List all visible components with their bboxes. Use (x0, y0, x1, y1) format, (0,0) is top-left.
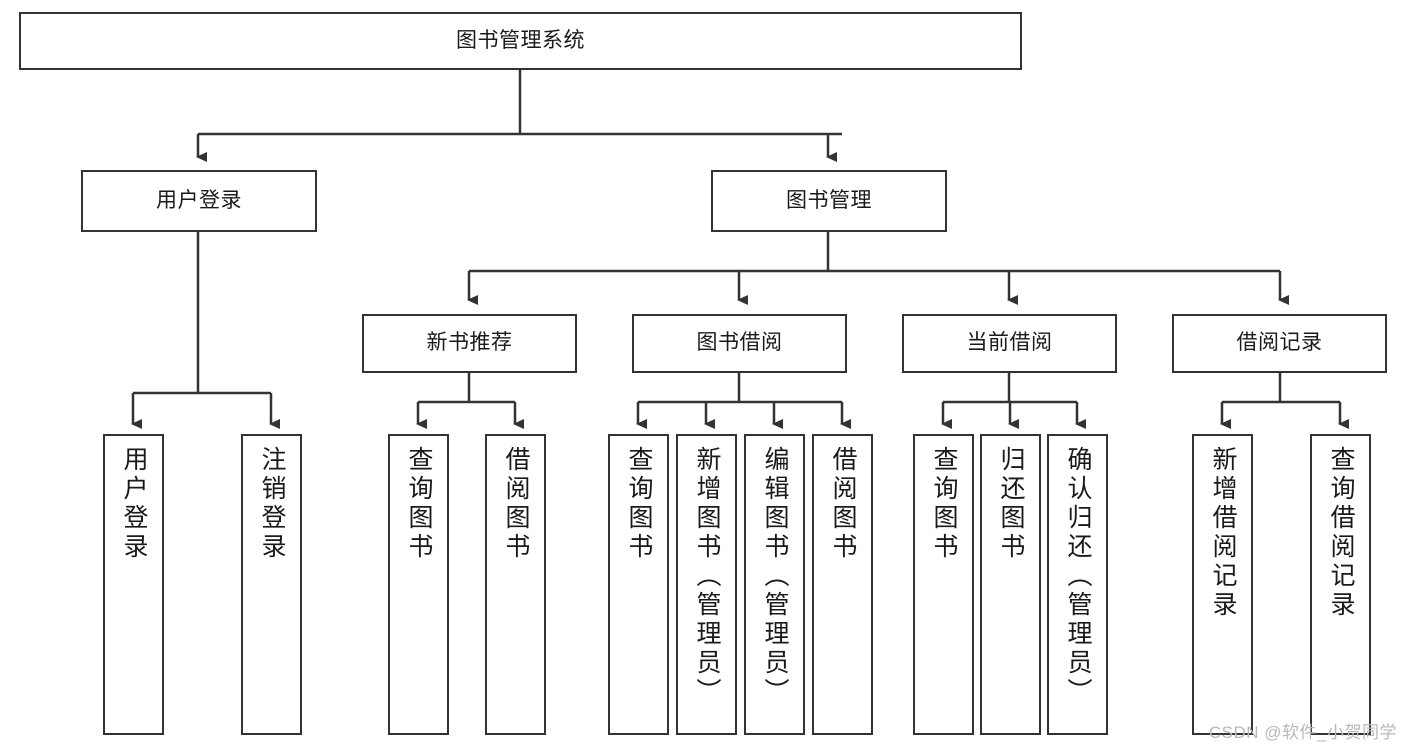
leaf-logout[interactable]: 注销登录 (241, 434, 302, 735)
node-book-management[interactable]: 图书管理 (711, 170, 947, 232)
node-label: 编辑图书（管理员） (761, 446, 789, 707)
leaf-query-book-recommend[interactable]: 查询图书 (388, 434, 449, 735)
node-label: 查询图书 (405, 446, 433, 562)
node-label: 图书借阅 (696, 331, 783, 355)
node-label: 查询图书 (625, 446, 653, 562)
node-label: 确认归还（管理员） (1064, 446, 1092, 707)
node-label: 归还图书 (997, 446, 1025, 562)
node-label: 借阅图书 (502, 446, 530, 562)
node-label: 注销登录 (258, 446, 286, 562)
node-label: 借阅图书 (829, 446, 857, 562)
node-current-borrow[interactable]: 当前借阅 (902, 314, 1117, 373)
node-label: 借阅记录 (1236, 331, 1323, 355)
node-label: 新书推荐 (426, 331, 513, 355)
leaf-query-book-current[interactable]: 查询图书 (913, 434, 974, 735)
leaf-add-book-admin[interactable]: 新增图书（管理员） (676, 434, 737, 735)
node-label: 图书管理 (786, 188, 872, 212)
node-book-borrow[interactable]: 图书借阅 (632, 314, 847, 373)
node-root-system[interactable]: 图书管理系统 (19, 12, 1022, 70)
leaf-borrow-book[interactable]: 借阅图书 (812, 434, 873, 735)
node-new-book-recommend[interactable]: 新书推荐 (362, 314, 577, 373)
node-label: 用户登录 (156, 188, 242, 212)
leaf-edit-book-admin[interactable]: 编辑图书（管理员） (744, 434, 805, 735)
watermark: CSDN @软件_小贺同学 (1208, 723, 1397, 742)
leaf-confirm-return-admin[interactable]: 确认归还（管理员） (1047, 434, 1108, 735)
node-borrow-record[interactable]: 借阅记录 (1172, 314, 1387, 373)
node-user-login[interactable]: 用户登录 (81, 170, 317, 232)
node-label: 用户登录 (120, 446, 148, 562)
leaf-add-borrow-record[interactable]: 新增借阅记录 (1192, 434, 1253, 735)
node-label: 新增借阅记录 (1209, 446, 1237, 620)
node-label: 新增图书（管理员） (693, 446, 721, 707)
leaf-query-book-borrow[interactable]: 查询图书 (608, 434, 669, 735)
node-label: 查询借阅记录 (1327, 446, 1355, 620)
node-label: 查询图书 (930, 446, 958, 562)
leaf-borrow-book-recommend[interactable]: 借阅图书 (485, 434, 546, 735)
node-label: 图书管理系统 (456, 28, 585, 52)
leaf-query-borrow-record[interactable]: 查询借阅记录 (1310, 434, 1371, 735)
leaf-return-book[interactable]: 归还图书 (980, 434, 1041, 735)
leaf-user-login[interactable]: 用户登录 (103, 434, 164, 735)
node-label: 当前借阅 (966, 331, 1053, 355)
